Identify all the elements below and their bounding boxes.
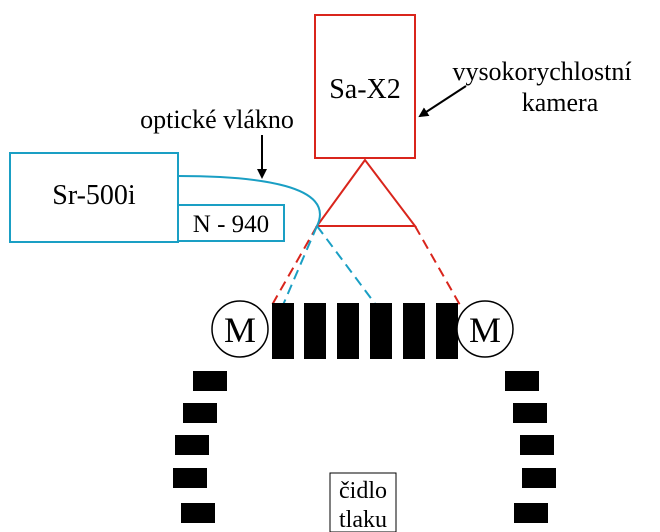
- fiber-view-right: [316, 225, 377, 306]
- camera-fov-right: [414, 225, 461, 306]
- left-block-column: [173, 371, 227, 523]
- top-block: [304, 303, 326, 359]
- left-block: [175, 435, 209, 455]
- right-block: [520, 435, 554, 455]
- spectrometer-filter-box: [177, 204, 285, 242]
- pressure-sensor-box: [329, 472, 397, 532]
- fiber-label: optické vlákno: [140, 105, 294, 134]
- camera-label: Sa-X2: [329, 74, 401, 105]
- fiber-view-left: [282, 225, 318, 306]
- camera-pointer-arrow: [418, 85, 467, 118]
- right-block: [505, 371, 539, 391]
- top-block: [403, 303, 425, 359]
- right-block: [514, 503, 548, 523]
- optical-fiber: [177, 175, 321, 227]
- camera-box: [314, 14, 416, 159]
- right-block-column: [505, 371, 556, 523]
- camera-caption-line1: vysokorychlostní: [452, 57, 631, 86]
- left-block: [183, 403, 217, 423]
- top-block: [370, 303, 392, 359]
- motor-right-label: M: [469, 310, 501, 350]
- motor-right: [456, 300, 514, 358]
- left-block: [173, 468, 207, 488]
- top-block: [272, 303, 294, 359]
- camera-lens: [315, 158, 418, 227]
- top-block-row: [272, 303, 458, 359]
- right-block: [522, 468, 556, 488]
- motor-left-label: M: [224, 310, 256, 350]
- motor-left: [211, 300, 269, 358]
- pressure-sensor-line2: tlaku: [339, 507, 387, 532]
- right-block: [513, 403, 547, 423]
- left-block: [181, 503, 215, 523]
- top-block: [337, 303, 359, 359]
- spectrometer-label: Sr-500i: [52, 180, 136, 211]
- spectrometer-box: [9, 152, 179, 243]
- camera-caption-line2: kamera: [522, 88, 599, 117]
- top-block: [436, 303, 458, 359]
- pressure-sensor-line1: čidlo: [339, 478, 387, 504]
- left-block: [193, 371, 227, 391]
- spectrometer-filter-label: N - 940: [193, 211, 269, 238]
